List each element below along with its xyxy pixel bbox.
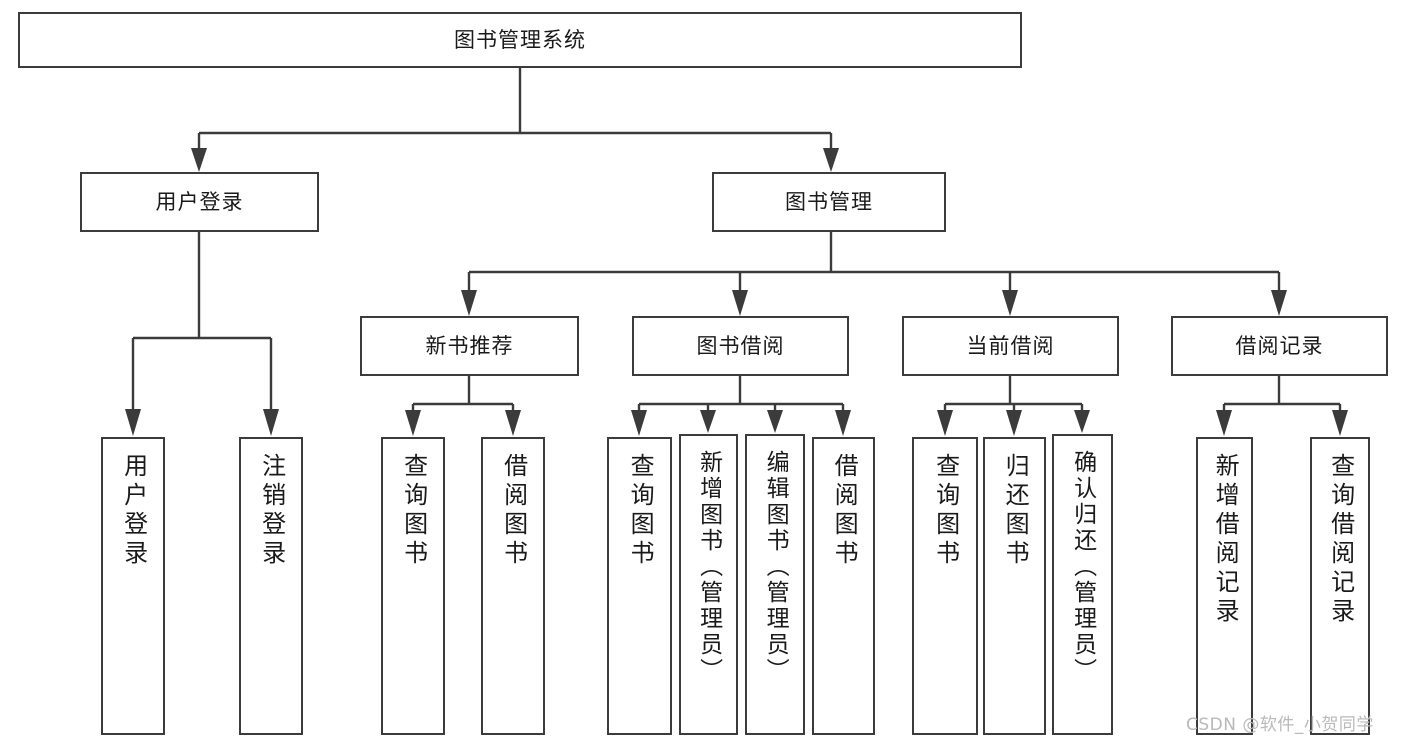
- arrow-to-current-borrow: [1002, 290, 1018, 316]
- node-label: 查询图书: [931, 453, 960, 569]
- arrow-newbooks-leaf-2: [505, 410, 521, 436]
- node-label: 用户登录: [155, 189, 244, 214]
- node-book-borrow[interactable]: 图书借阅: [632, 316, 849, 376]
- leaf-query-books-borrow[interactable]: 查询图书: [607, 437, 672, 735]
- node-label: 借阅图书: [830, 453, 859, 569]
- arrow-to-borrow-records: [1271, 290, 1287, 316]
- arrow-records-leaf-1: [1216, 410, 1232, 436]
- node-current-borrow[interactable]: 当前借阅: [902, 316, 1119, 376]
- leaf-query-books-current[interactable]: 查询图书: [912, 437, 978, 735]
- node-label: 图书管理: [785, 189, 873, 214]
- arrow-to-logout-leaf: [263, 409, 279, 436]
- node-label: 图书借阅: [696, 333, 785, 358]
- leaf-borrow-book[interactable]: 借阅图书: [812, 437, 875, 735]
- leaf-query-books-recommend[interactable]: 查询图书: [381, 437, 445, 735]
- leaf-query-borrow-record[interactable]: 查询借阅记录: [1310, 437, 1370, 735]
- leaf-return-book[interactable]: 归还图书: [983, 437, 1046, 735]
- node-label: 查询借阅记录: [1326, 453, 1355, 627]
- node-label: 确认归还（管理员）: [1069, 450, 1096, 684]
- arrow-to-user-login-leaf: [125, 409, 141, 436]
- watermark-text: CSDN @软件_小贺同学: [1186, 715, 1374, 735]
- leaf-borrow-books-recommend[interactable]: 借阅图书: [481, 437, 545, 735]
- leaf-add-book-admin[interactable]: 新增图书（管理员）: [679, 434, 738, 735]
- node-label: 查询图书: [626, 453, 655, 569]
- node-label: 注销登录: [257, 453, 286, 569]
- arrow-borrow-leaf-2: [700, 410, 716, 433]
- arrow-newbooks-leaf-1: [405, 410, 421, 436]
- node-label: 新增借阅记录: [1211, 453, 1240, 627]
- arrow-to-book-borrow: [732, 290, 748, 316]
- leaf-confirm-return-admin[interactable]: 确认归还（管理员）: [1052, 434, 1113, 735]
- node-label: 新书推荐: [425, 333, 514, 358]
- arrow-current-leaf-2: [1006, 410, 1022, 436]
- node-label: 借阅图书: [499, 453, 528, 569]
- node-book-management[interactable]: 图书管理: [712, 172, 946, 232]
- arrow-current-leaf-1: [937, 410, 953, 436]
- node-label: 新增图书（管理员）: [695, 450, 722, 684]
- arrow-to-user-login: [191, 148, 207, 172]
- arrow-current-leaf-3: [1074, 410, 1090, 433]
- node-label: 归还图书: [1001, 453, 1030, 569]
- node-borrow-records[interactable]: 借阅记录: [1171, 316, 1388, 376]
- node-label: 图书管理系统: [454, 27, 586, 52]
- node-root-system[interactable]: 图书管理系统: [18, 12, 1022, 68]
- node-label: 用户登录: [119, 453, 148, 569]
- arrow-borrow-leaf-3: [767, 410, 783, 433]
- node-label: 查询图书: [399, 453, 428, 569]
- leaf-logout[interactable]: 注销登录: [239, 437, 303, 735]
- arrow-to-book-mgmt: [823, 148, 839, 172]
- leaf-user-login[interactable]: 用户登录: [101, 437, 165, 735]
- arrow-to-new-books: [461, 290, 477, 316]
- arrow-borrow-leaf-1: [631, 410, 647, 436]
- leaf-edit-book-admin[interactable]: 编辑图书（管理员）: [745, 434, 805, 735]
- node-label: 当前借阅: [966, 333, 1055, 358]
- node-label: 编辑图书（管理员）: [762, 450, 789, 684]
- arrow-borrow-leaf-4: [835, 410, 851, 436]
- node-user-login[interactable]: 用户登录: [80, 172, 319, 232]
- leaf-add-borrow-record[interactable]: 新增借阅记录: [1196, 437, 1253, 735]
- node-label: 借阅记录: [1235, 333, 1324, 358]
- arrow-records-leaf-2: [1332, 410, 1348, 436]
- node-new-book-recommend[interactable]: 新书推荐: [360, 316, 579, 376]
